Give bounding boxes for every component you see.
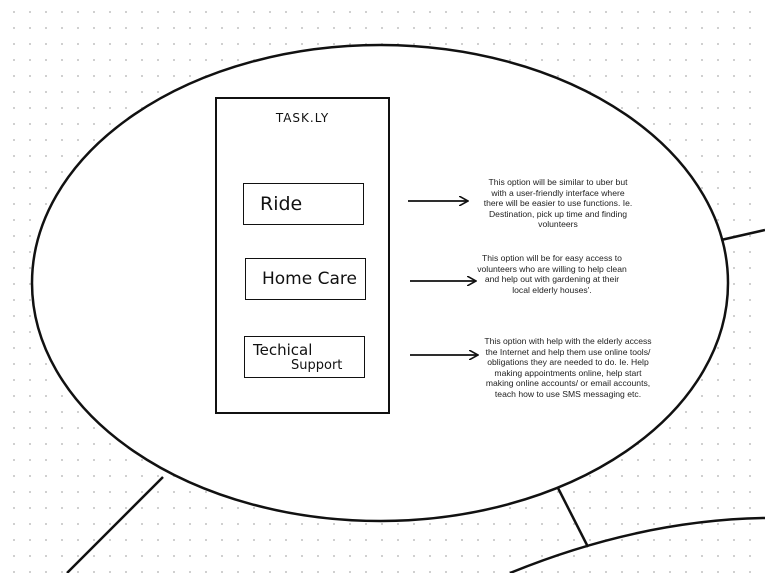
app-title: TASK.LY	[275, 111, 330, 125]
connector-line-bottom	[556, 487, 590, 548]
adjacent-node-ellipse	[509, 516, 765, 573]
home-care-option-button[interactable]: Home Care	[245, 258, 366, 300]
main-ellipse-node	[30, 43, 730, 523]
connector-line-right	[720, 228, 765, 242]
home-care-option-label: Home Care	[262, 269, 357, 289]
ride-description: This option will be similar to uber but …	[483, 177, 633, 230]
connector-line-bottom-left	[66, 476, 164, 573]
technical-support-label-line1: Techical	[253, 341, 313, 359]
ride-option-label: Ride	[260, 193, 303, 215]
technical-support-description: This option with help with the elderly a…	[484, 336, 652, 399]
technical-support-label-line2: Support	[291, 358, 343, 373]
home-care-description: This option will be for easy access to v…	[477, 253, 627, 295]
ride-option-button[interactable]: Ride	[243, 183, 364, 225]
phone-app-frame: TASK.LY Ride Home Care Techical Support	[215, 97, 390, 414]
technical-support-option-button[interactable]: Techical Support	[244, 336, 365, 378]
